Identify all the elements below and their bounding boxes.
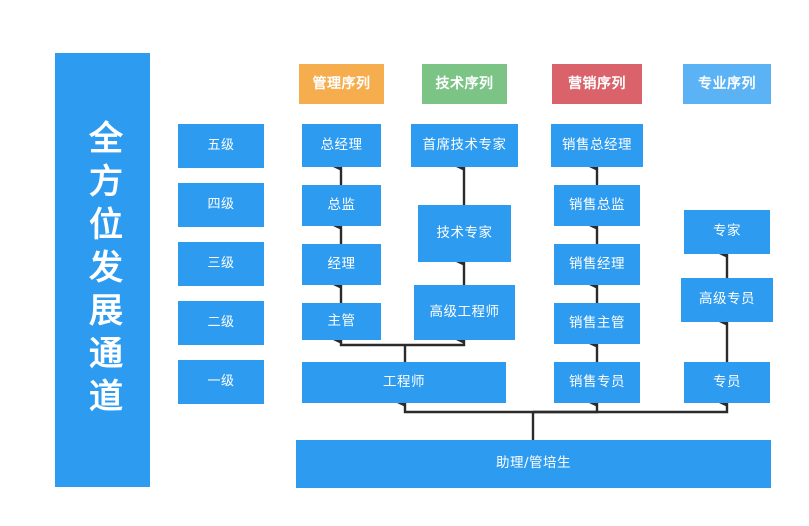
diagram-title-bar: 全方位发展通道 (55, 53, 150, 487)
link-trunk-to-gongchengshi (397, 398, 533, 414)
role-box-director: 总监 (302, 185, 381, 226)
link-trunk-to-zhuanyuan (533, 398, 729, 414)
role-box-specialist: 专员 (684, 362, 770, 403)
role-box-expert: 专家 (684, 210, 770, 254)
link-trunk-to-xszhuanyuan (533, 398, 599, 414)
role-box-general-manager: 总经理 (302, 124, 381, 167)
page-title: 全方位发展通道 (82, 119, 123, 421)
role-box-supervisor: 主管 (302, 303, 381, 340)
role-box-sales-director: 销售总监 (554, 185, 640, 226)
link-branch-to-zhuguan (333, 335, 405, 347)
role-box-chief-technical-expert: 首席技术专家 (411, 124, 518, 167)
column-header-sales: 营销序列 (552, 64, 642, 104)
role-box-technical-expert: 技术专家 (418, 205, 511, 262)
column-header-technical: 技术序列 (422, 64, 507, 104)
level-chip-3: 三级 (178, 242, 264, 286)
role-box-senior-specialist: 高级专员 (681, 278, 773, 322)
level-chip-1: 一级 (178, 360, 264, 404)
role-box-manager: 经理 (302, 244, 381, 285)
level-chip-4: 四级 (178, 183, 264, 227)
role-box-assistant-trainee: 助理/管培生 (296, 440, 771, 488)
column-header-professional: 专业序列 (683, 64, 771, 104)
role-box-engineer: 工程师 (302, 362, 506, 403)
role-box-sales-supervisor: 销售主管 (554, 303, 640, 344)
level-chip-5: 五级 (178, 124, 264, 168)
link-branch-to-gaojigong (405, 335, 466, 347)
role-box-sales-manager: 销售经理 (554, 244, 640, 285)
column-header-management: 管理序列 (299, 64, 384, 104)
role-box-sales-specialist: 销售专员 (554, 362, 640, 403)
role-box-senior-engineer: 高级工程师 (414, 285, 515, 340)
role-box-sales-general-manager: 销售总经理 (551, 124, 643, 167)
level-chip-2: 二级 (178, 301, 264, 345)
